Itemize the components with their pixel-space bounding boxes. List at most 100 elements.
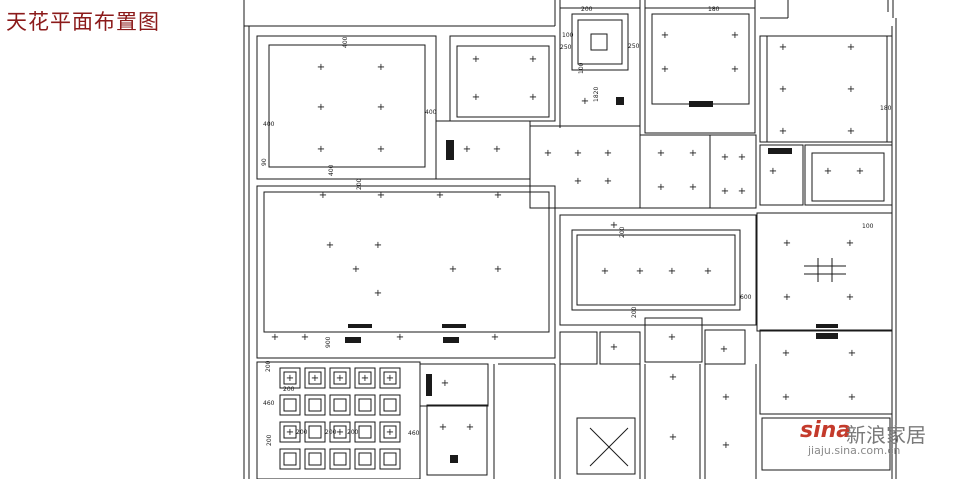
svg-text:+: +	[720, 344, 728, 355]
svg-text:+: +	[738, 186, 746, 197]
svg-text:+: +	[491, 332, 499, 343]
dim-label: 200	[283, 386, 295, 393]
svg-text:+: +	[848, 348, 856, 359]
vent-icon	[345, 97, 838, 463]
svg-text:+: +	[847, 126, 855, 137]
svg-text:+: +	[377, 62, 385, 73]
svg-text:+: +	[782, 348, 790, 359]
svg-text:+: +	[317, 144, 325, 155]
svg-text:+: +	[377, 190, 385, 201]
svg-text:+: +	[386, 373, 394, 384]
svg-text:+: +	[377, 144, 385, 155]
svg-text:+: +	[352, 264, 360, 275]
dim-label: 200	[265, 360, 272, 372]
svg-text:+: +	[286, 373, 294, 384]
svg-text:+: +	[317, 62, 325, 73]
watermark-brand: sina	[800, 418, 852, 443]
svg-text:+: +	[386, 427, 394, 438]
svg-text:+: +	[604, 148, 612, 159]
dim-label: 200	[325, 429, 337, 436]
dim-label: 180	[880, 105, 892, 112]
svg-text:+: +	[782, 392, 790, 403]
svg-text:+: +	[856, 166, 864, 177]
svg-text:+: +	[311, 373, 319, 384]
svg-text:+: +	[604, 176, 612, 187]
svg-text:+: +	[847, 84, 855, 95]
svg-text:+: +	[738, 152, 746, 163]
dim-label: 90	[261, 158, 268, 166]
svg-text:+: +	[669, 372, 677, 383]
dim-label: 400	[328, 164, 335, 176]
downlight-icon: + + + + + + + + + + + + + + + + + + + + + + + + + + +…	[271, 30, 864, 451]
svg-text:+: +	[669, 432, 677, 443]
dim-label: 400	[342, 36, 349, 48]
svg-text:+: +	[319, 190, 327, 201]
watermark-url: jiaju.sina.com.cn	[808, 444, 901, 457]
svg-text:+: +	[661, 64, 669, 75]
dim-label: 200	[296, 429, 308, 436]
svg-text:+: +	[449, 264, 457, 275]
dim-label: 200	[631, 306, 638, 318]
svg-text:+: +	[494, 190, 502, 201]
dim-label: 100	[562, 32, 574, 39]
svg-text:+: +	[848, 392, 856, 403]
svg-text:+: +	[581, 96, 589, 107]
dim-label: 100	[862, 223, 874, 230]
svg-text:+: +	[436, 190, 444, 201]
svg-text:+: +	[668, 332, 676, 343]
dim-label: 460	[263, 400, 275, 407]
svg-text:+: +	[610, 342, 618, 353]
svg-text:+: +	[779, 126, 787, 137]
dim-label: 100	[578, 62, 585, 74]
svg-text:+: +	[722, 392, 730, 403]
svg-text:+: +	[783, 238, 791, 249]
dim-label: 200	[266, 434, 273, 446]
svg-text:+: +	[846, 238, 854, 249]
svg-text:+: +	[668, 266, 676, 277]
dim-label: 250	[628, 43, 640, 50]
dim-label: 600	[740, 294, 752, 301]
svg-text:+: +	[472, 92, 480, 103]
svg-text:+: +	[544, 148, 552, 159]
svg-text:+: +	[783, 292, 791, 303]
svg-text:+: +	[361, 373, 369, 384]
dim-label: 400	[425, 109, 437, 116]
dimension-labels: 400 400 400 400 90 200 200 100 250 250 1…	[261, 6, 892, 446]
dim-label: 1820	[593, 87, 600, 102]
svg-text:+: +	[661, 30, 669, 41]
svg-text:+: +	[439, 422, 447, 433]
svg-text:+: +	[301, 332, 309, 343]
svg-text:+: +	[574, 176, 582, 187]
svg-text:+: +	[472, 54, 480, 65]
svg-text:+: +	[779, 84, 787, 95]
plan-title: 天花平面布置图	[6, 10, 160, 34]
dim-label: 180	[708, 6, 720, 13]
dim-label: 900	[325, 336, 332, 348]
svg-text:+: +	[493, 144, 501, 155]
svg-text:+: +	[601, 266, 609, 277]
svg-text:+: +	[824, 166, 832, 177]
svg-text:+: +	[396, 332, 404, 343]
dim-label: 200	[619, 226, 626, 238]
dim-label: 400	[263, 121, 275, 128]
svg-text:+: +	[377, 102, 385, 113]
svg-text:+: +	[847, 42, 855, 53]
svg-text:+: +	[846, 292, 854, 303]
dim-label: 200	[347, 429, 359, 436]
svg-text:+: +	[657, 182, 665, 193]
svg-text:+: +	[529, 92, 537, 103]
svg-text:+: +	[779, 42, 787, 53]
svg-text:+: +	[463, 144, 471, 155]
svg-text:+: +	[722, 440, 730, 451]
svg-text:+: +	[529, 54, 537, 65]
svg-text:+: +	[441, 378, 449, 389]
svg-text:+: +	[689, 148, 697, 159]
svg-text:+: +	[657, 148, 665, 159]
dim-label: 200	[581, 6, 593, 13]
svg-text:+: +	[374, 288, 382, 299]
svg-text:+: +	[326, 240, 334, 251]
dim-label: 460	[408, 430, 420, 437]
dim-label: 200	[356, 178, 363, 190]
svg-text:+: +	[271, 332, 279, 343]
